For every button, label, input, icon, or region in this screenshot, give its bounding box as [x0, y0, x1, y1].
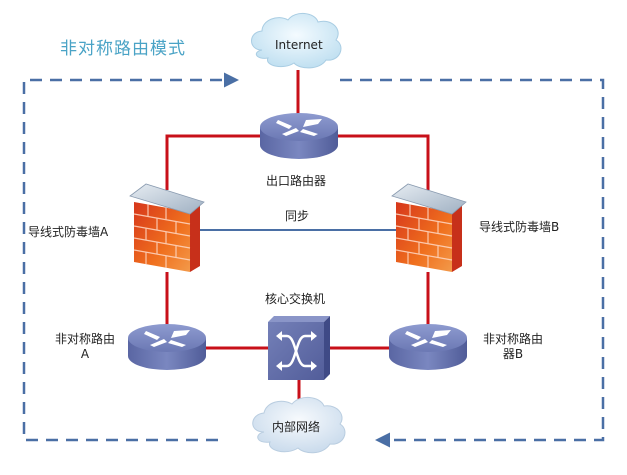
- firewall-a-icon[interactable]: [129, 183, 205, 272]
- inbound-flow-dashed-path: [340, 78, 605, 448]
- router-a-label-line1: 非对称路由: [54, 332, 115, 346]
- exit-router-label: 出口路由器: [266, 174, 327, 188]
- intranet-cloud-icon[interactable]: [252, 397, 346, 454]
- outbound-flow-dashed-path: [22, 72, 239, 442]
- link-exit-router-firewall-a: [165, 134, 260, 190]
- firewall-a-label: 导线式防毒墙A: [28, 225, 109, 239]
- diagram-title: 非对称路由模式: [60, 39, 186, 59]
- core-switch-icon[interactable]: [268, 316, 330, 380]
- internet-cloud-icon[interactable]: [251, 13, 342, 69]
- firewall-b-label: 导线式防毒墙B: [479, 220, 560, 234]
- sync-label: 同步: [285, 209, 310, 223]
- router-b-label-line2: 器B: [502, 347, 524, 361]
- internet-label: Internet: [275, 38, 323, 52]
- router-b-icon[interactable]: [389, 324, 467, 370]
- intranet-label: 内部网络: [272, 420, 321, 434]
- router-b-label-line1: 非对称路由: [482, 332, 543, 346]
- link-exit-router-firewall-b: [338, 134, 430, 190]
- router-a-label-line2: A: [80, 347, 90, 361]
- router-a-label: 非对称路由 A: [50, 332, 120, 362]
- firewall-b-icon[interactable]: [391, 183, 467, 272]
- router-b-label: 非对称路由 器B: [478, 332, 548, 362]
- core-switch-label: 核心交换机: [265, 292, 326, 306]
- router-a-icon[interactable]: [128, 324, 206, 370]
- exit-router-icon[interactable]: [260, 113, 338, 159]
